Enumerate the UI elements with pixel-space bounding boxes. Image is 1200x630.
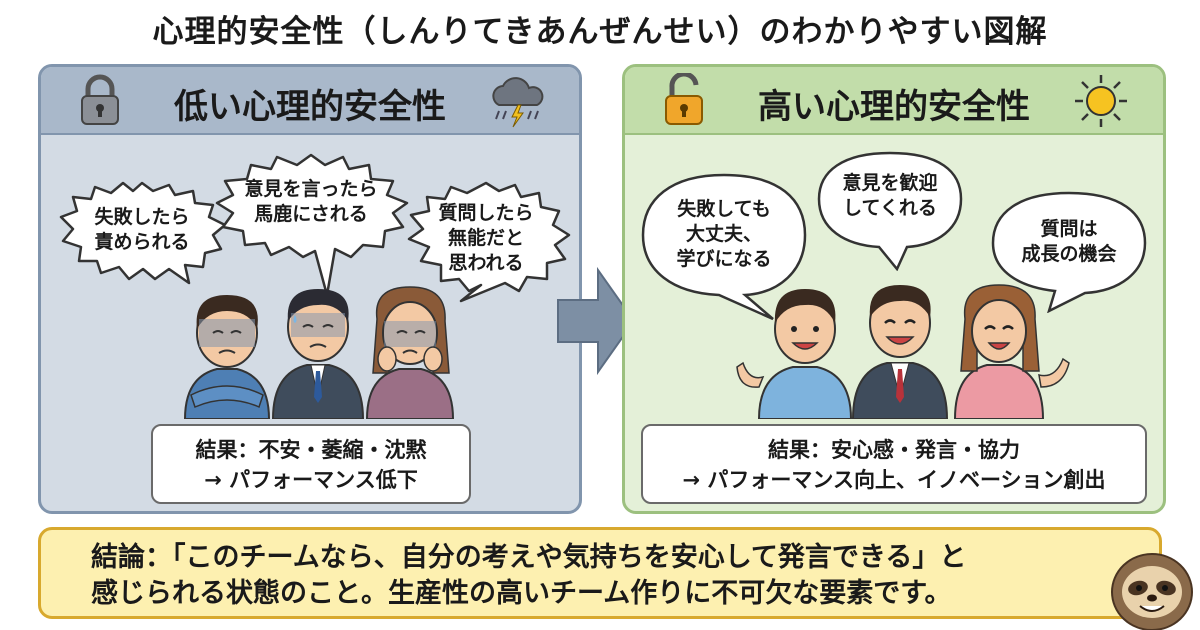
person-smiling-suit bbox=[851, 285, 949, 419]
high-panel-title: 高い心理的安全性 bbox=[758, 87, 1030, 127]
result-line-2: → パフォーマンス向上、イノベーション創出 bbox=[682, 468, 1106, 492]
conclusion-line-2: 感じられる状態のこと。生産性の高いチーム作りに不可欠な要素です。 bbox=[91, 578, 952, 609]
person-in-suit-worried bbox=[271, 289, 365, 419]
high-result-box: 結果：安心感・発言・協力 → パフォーマンス向上、イノベーション創出 bbox=[641, 424, 1147, 504]
spiky-bubble-shape bbox=[407, 181, 571, 303]
low-safety-panel: 低い心理的安全性 失敗したら 責められる 意見を言ったら 馬鹿にされる bbox=[38, 64, 582, 514]
page-title: 心理的安全性（しんりてきあんぜんせい）のわかりやすい図解 bbox=[152, 14, 1048, 50]
sun-icon bbox=[1075, 75, 1127, 127]
low-panel-title: 低い心理的安全性 bbox=[174, 87, 446, 127]
high-speech-bubble-2: 意見を歓迎 してくれる bbox=[815, 149, 965, 271]
sloth-icon bbox=[1111, 553, 1193, 630]
low-speech-bubble-1: 失敗したら 責められる bbox=[57, 179, 227, 287]
anxious-people-illustration bbox=[183, 286, 455, 419]
low-result-box: 結果：不安・萎縮・沈黙 → パフォーマンス低下 bbox=[151, 424, 471, 504]
high-speech-bubble-3: 質問は 成長の機会 bbox=[989, 189, 1149, 313]
low-speech-bubble-3: 質問したら 無能だと 思われる bbox=[401, 179, 571, 303]
low-panel-header: 低い心理的安全性 bbox=[41, 67, 579, 135]
right-arrow-icon bbox=[557, 266, 636, 376]
bubble-text-line: 思われる bbox=[448, 252, 524, 274]
high-panel-header: 高い心理的安全性 bbox=[625, 67, 1163, 135]
person-smiling-woman bbox=[953, 284, 1070, 419]
happy-people-illustration bbox=[736, 284, 1070, 419]
person-arms-crossed bbox=[183, 295, 271, 419]
round-bubble-shape bbox=[817, 151, 963, 271]
bubble-text-line: 失敗しても bbox=[677, 198, 771, 220]
high-safety-panel: 高い心理的安全性 失敗しても 大丈夫、 学びになる 意見を歓迎 して bbox=[622, 64, 1166, 514]
bubble-text-line: 成長の機会 bbox=[1021, 243, 1117, 265]
bubble-text-line: 大丈夫、 bbox=[685, 223, 762, 245]
bubble-text-line: 質問したら bbox=[438, 202, 534, 224]
unlocked-padlock-icon bbox=[665, 73, 703, 125]
bubble-text-line: 意見を歓迎 bbox=[842, 172, 938, 194]
bubble-text-line: 無能だと bbox=[447, 227, 524, 249]
round-bubble-shape bbox=[991, 191, 1147, 313]
bubble-text-line: 学びになる bbox=[676, 248, 772, 270]
person-smiling-man bbox=[736, 289, 853, 419]
storm-cloud-icon bbox=[492, 77, 544, 128]
low-speech-bubble-2: 意見を言ったら 馬鹿にされる bbox=[211, 151, 411, 301]
high-speech-bubble-1: 失敗しても 大丈夫、 学びになる bbox=[639, 171, 809, 321]
bubble-text-line: 質問は bbox=[1040, 218, 1098, 240]
bubble-text-line: してくれる bbox=[843, 197, 937, 219]
spiky-bubble-shape bbox=[59, 181, 227, 285]
spiky-bubble-shape bbox=[215, 153, 409, 297]
conclusion-line-1: 結論：「このチームなら、自分の考えや気持ちを安心して発言できる」と bbox=[91, 542, 967, 573]
bubble-text-line: 責められる bbox=[94, 231, 190, 253]
conclusion-box: 結論：「このチームなら、自分の考えや気持ちを安心して発言できる」と 感じられる状… bbox=[38, 527, 1162, 619]
bubble-text-line: 馬鹿にされる bbox=[254, 203, 368, 225]
bubble-text-line: 失敗したら bbox=[94, 206, 190, 228]
result-line-1: 結果：安心感・発言・協力 bbox=[768, 438, 1020, 462]
locked-padlock-icon bbox=[81, 74, 119, 125]
person-woman-worried bbox=[365, 286, 455, 419]
bubble-text-line: 意見を言ったら bbox=[244, 178, 378, 200]
result-line-1: 結果：不安・萎縮・沈黙 bbox=[195, 438, 427, 462]
result-line-2: → パフォーマンス低下 bbox=[204, 468, 418, 492]
round-bubble-shape bbox=[641, 173, 807, 321]
